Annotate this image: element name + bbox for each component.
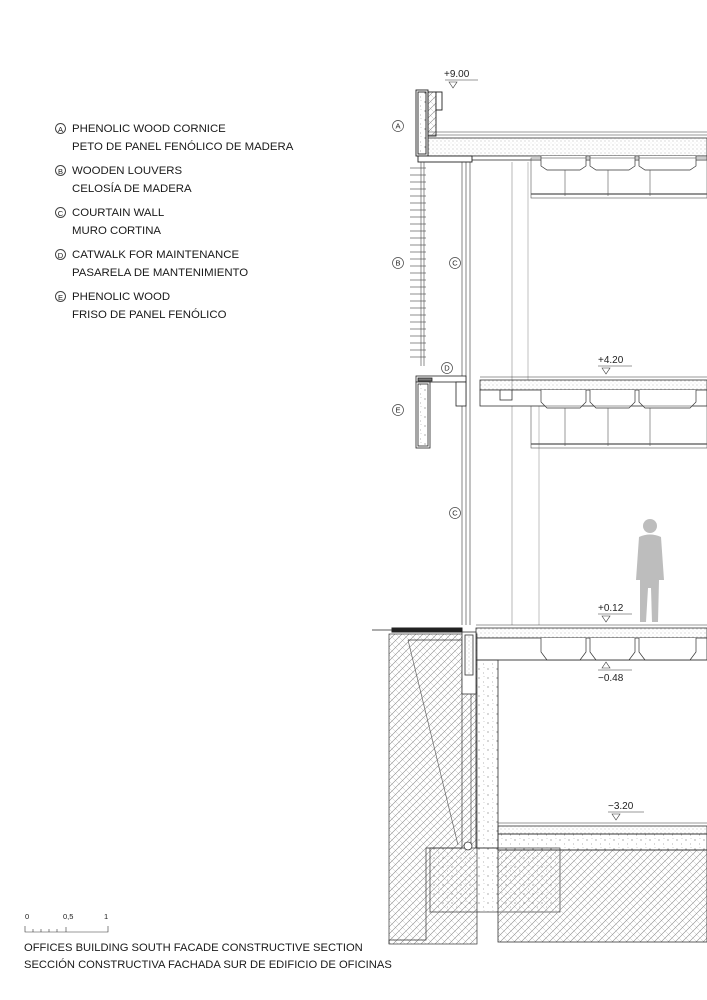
callout-b: B	[392, 257, 404, 269]
first-floor-coffer-ribs	[540, 390, 697, 409]
level-marker-first-floor: +4.20	[598, 355, 632, 375]
callout-c-upper: C	[449, 257, 461, 269]
callout-e: E	[392, 404, 404, 416]
basement-wall	[461, 631, 499, 851]
legend-badge: D	[55, 249, 66, 260]
legend-label-en: COURTAIN WALL	[72, 207, 165, 219]
legend-item-a: A PHENOLIC WOOD CORNICE PETO DE PANEL FE…	[55, 120, 293, 156]
legend-label-es: CELOSÍA DE MADERA	[72, 183, 192, 195]
first-floor-false-ceiling	[530, 405, 707, 449]
level-label-slab-bottom: −0.48	[598, 673, 624, 684]
level-marker-basement: −3.20	[608, 801, 644, 821]
scale-label-one: 1	[104, 912, 109, 921]
scale-label-zero: 0	[25, 912, 30, 921]
terrain-ground-line	[372, 627, 463, 633]
legend-label-en: WOODEN LOUVERS	[72, 165, 183, 177]
level-marker-ground-floor: +0.12	[598, 603, 632, 623]
callout-d: D	[441, 362, 453, 374]
level-label-roof: +9.00	[444, 69, 470, 80]
cornice-panel	[415, 89, 473, 163]
legend-item-b: B WOODEN LOUVERS CELOSÍA DE MADERA	[55, 162, 293, 198]
callout-a: A	[392, 120, 404, 132]
legend-item-d: D CATWALK FOR MAINTENANCE PASARELA DE MA…	[55, 246, 293, 282]
phenolic-wood-frieze	[415, 381, 431, 449]
legend-label-en: PHENOLIC WOOD	[72, 291, 171, 303]
callout-c-lower: C	[449, 507, 461, 519]
svg-text:B: B	[395, 259, 400, 268]
legend-badge: E	[55, 291, 66, 302]
svg-text:C: C	[452, 509, 458, 518]
legend-label-es: PETO DE PANEL FENÓLICO DE MADERA	[72, 141, 294, 153]
legend-item-c: C COURTAIN WALL MURO CORTINA	[55, 204, 293, 240]
legend-badge: B	[55, 165, 66, 176]
legend-badge: A	[55, 123, 66, 134]
svg-text:A: A	[395, 122, 400, 131]
human-scale-figure	[636, 519, 664, 622]
legend-label-es: MURO CORTINA	[72, 225, 162, 237]
legend-label-en: PHENOLIC WOOD CORNICE	[72, 123, 226, 135]
legend: A PHENOLIC WOOD CORNICE PETO DE PANEL FE…	[55, 120, 293, 330]
legend-label-en: CATWALK FOR MAINTENANCE	[72, 249, 240, 261]
svg-text:E: E	[395, 406, 400, 415]
svg-text:D: D	[444, 364, 450, 373]
svg-text:C: C	[452, 259, 458, 268]
legend-badge: C	[55, 207, 66, 218]
level-label-basement: −3.20	[608, 801, 634, 812]
catwalk	[415, 375, 467, 407]
graphic-scale: 0 0,5 1	[24, 912, 124, 938]
level-marker-roof: +9.00	[444, 69, 478, 89]
roof-false-ceiling	[530, 157, 707, 199]
legend-item-e: E PHENOLIC WOOD FRISO DE PANEL FENÓLICO	[55, 288, 293, 324]
roof-coffer-ribs	[540, 156, 697, 171]
level-label-ground-floor: +0.12	[598, 603, 624, 614]
basement-floor-slab	[497, 822, 707, 943]
wooden-louvers	[410, 162, 426, 366]
caption-en: OFFICES BUILDING SOUTH FACADE CONSTRUCTI…	[24, 942, 363, 954]
drawing-caption: OFFICES BUILDING SOUTH FACADE CONSTRUCTI…	[24, 940, 392, 974]
ground-floor-coffer-ribs	[540, 638, 697, 661]
scale-label-half: 0,5	[63, 912, 74, 921]
caption-es: SECCIÓN CONSTRUCTIVA FACHADA SUR DE EDIF…	[24, 959, 392, 971]
legend-label-es: FRISO DE PANEL FENÓLICO	[72, 309, 227, 321]
level-label-first-floor: +4.20	[598, 355, 624, 366]
legend-label-es: PASARELA DE MANTENIMIENTO	[72, 267, 249, 279]
scale-bar	[24, 926, 109, 933]
level-marker-slab-bottom: −0.48	[598, 661, 632, 684]
